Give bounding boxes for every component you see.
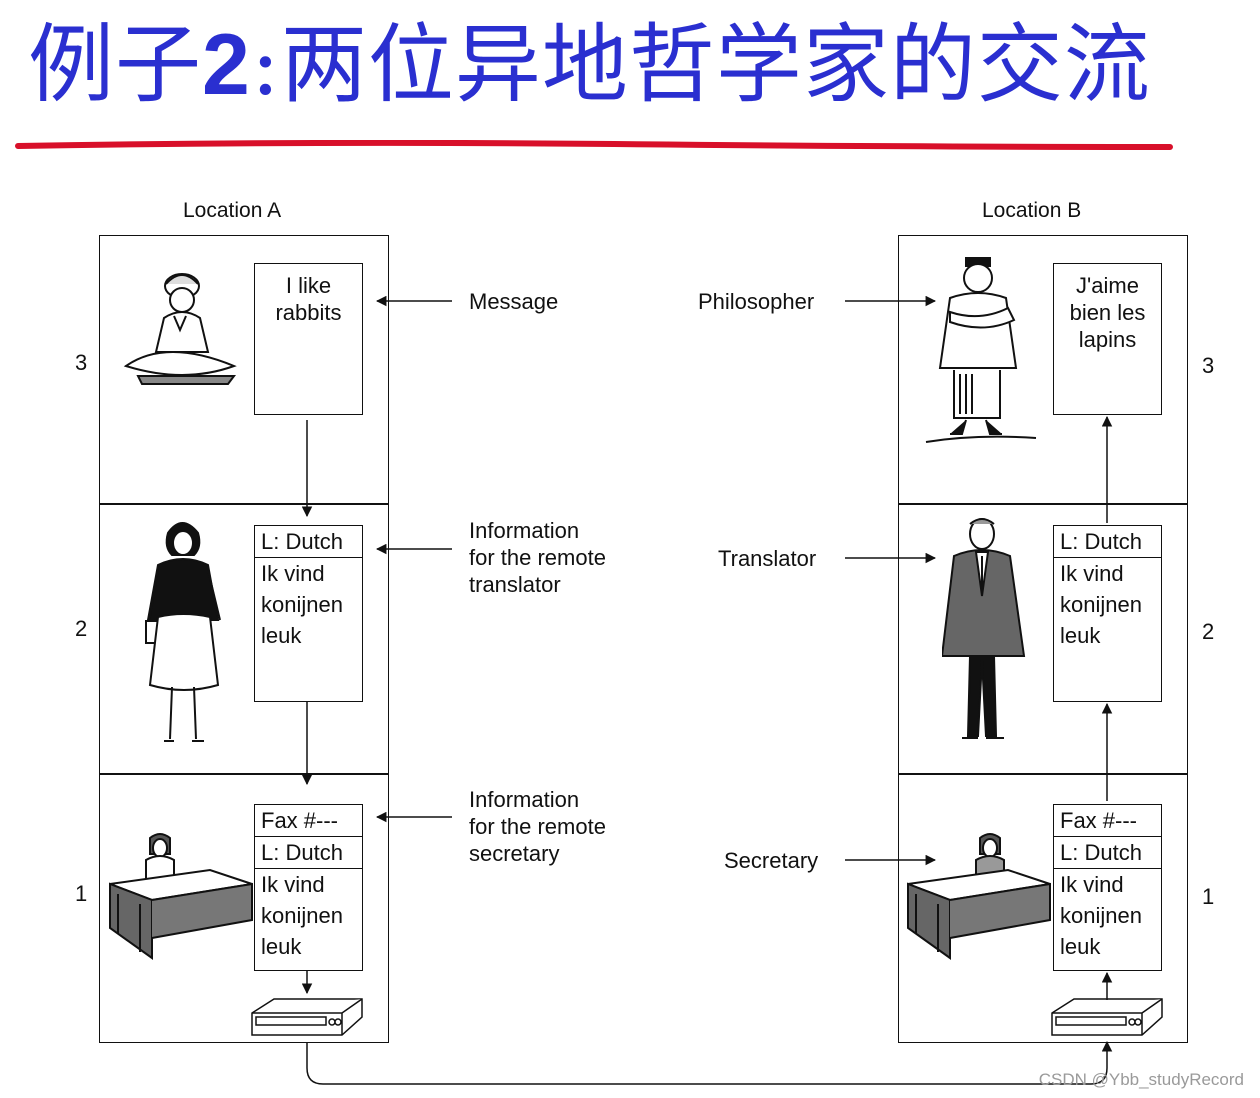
header-line: L: Dutch: [255, 526, 362, 558]
message-text-line: I like: [285, 273, 332, 298]
message-text-line: leuk: [261, 934, 302, 959]
location-b-layer-3: [898, 235, 1188, 505]
message-text-line: leuk: [261, 623, 302, 648]
philosopher-a-icon: [123, 273, 237, 385]
secretary-a-icon: [109, 833, 253, 960]
message-box-a-3: I like rabbits: [254, 263, 363, 415]
location-a-label: Location A: [183, 199, 282, 222]
level-2-label-b: 2: [1202, 619, 1215, 644]
message-text-line: leuk: [1060, 934, 1101, 959]
message-text-line: Ik vind: [1060, 872, 1124, 897]
level-3-label-b: 3: [1202, 353, 1215, 378]
location-a-layer-3: [99, 235, 389, 505]
message-box-b-1: Fax #--- L: Dutch Ik vind konijnen leuk: [1053, 804, 1162, 971]
label-info-translator: Information for the remote translator: [469, 518, 606, 597]
message-text-line: lapins: [1078, 327, 1137, 352]
message-text-line: konijnen: [1060, 903, 1142, 928]
message-text-line: konijnen: [261, 592, 343, 617]
fax-machine-b-icon: [1051, 998, 1163, 1036]
label-philosopher: Philosopher: [698, 289, 815, 314]
level-1-label-a: 1: [75, 881, 88, 906]
header-line: L: Dutch: [1054, 837, 1161, 869]
message-text-line: Ik vind: [261, 561, 325, 586]
page-title: 例子2:两位异地哲学家的交流: [28, 15, 1151, 115]
location-b-layer-2: [898, 503, 1188, 775]
label-message: Message: [469, 289, 559, 314]
message-box-a-2: L: Dutch Ik vind konijnen leuk: [254, 525, 363, 702]
label-translator: Translator: [718, 546, 817, 571]
message-text-line: rabbits: [275, 300, 342, 325]
message-text-line: J'aime: [1076, 273, 1139, 298]
title-underline: [15, 140, 1173, 150]
location-b-label: Location B: [982, 199, 1082, 222]
label-info-secretary: Information for the remote secretary: [469, 787, 606, 866]
translator-b-icon: [942, 518, 1026, 739]
header-line: L: Dutch: [255, 837, 362, 869]
message-text-line: konijnen: [261, 903, 343, 928]
fax-transmission-line: [306, 1040, 1113, 1085]
location-b-layer-1: [898, 773, 1188, 1043]
philosopher-b-icon: [925, 257, 1037, 443]
message-text-line: konijnen: [1060, 592, 1142, 617]
watermark: CSDN @Ybb_studyRecord: [1038, 1070, 1244, 1089]
header-line: Fax #---: [1054, 805, 1161, 837]
location-a-layer-2: [99, 503, 389, 775]
level-3-label-a: 3: [75, 350, 88, 375]
translator-a-icon: [145, 522, 221, 742]
level-2-label-a: 2: [75, 616, 88, 641]
location-a-layer-1: [99, 773, 389, 1043]
message-text-line: leuk: [1060, 623, 1101, 648]
label-secretary: Secretary: [724, 848, 819, 873]
header-line: Fax #---: [255, 805, 362, 837]
level-1-label-b: 1: [1202, 884, 1215, 909]
secretary-b-icon: [907, 833, 1051, 960]
message-box-b-3: J'aime bien les lapins: [1053, 263, 1162, 415]
message-text-line: Ik vind: [261, 872, 325, 897]
header-line: L: Dutch: [1054, 526, 1161, 558]
fax-machine-a-icon: [251, 998, 363, 1036]
message-text-line: bien les: [1069, 300, 1146, 325]
message-box-b-2: L: Dutch Ik vind konijnen leuk: [1053, 525, 1162, 702]
message-box-a-1: Fax #--- L: Dutch Ik vind konijnen leuk: [254, 804, 363, 971]
message-text-line: Ik vind: [1060, 561, 1124, 586]
